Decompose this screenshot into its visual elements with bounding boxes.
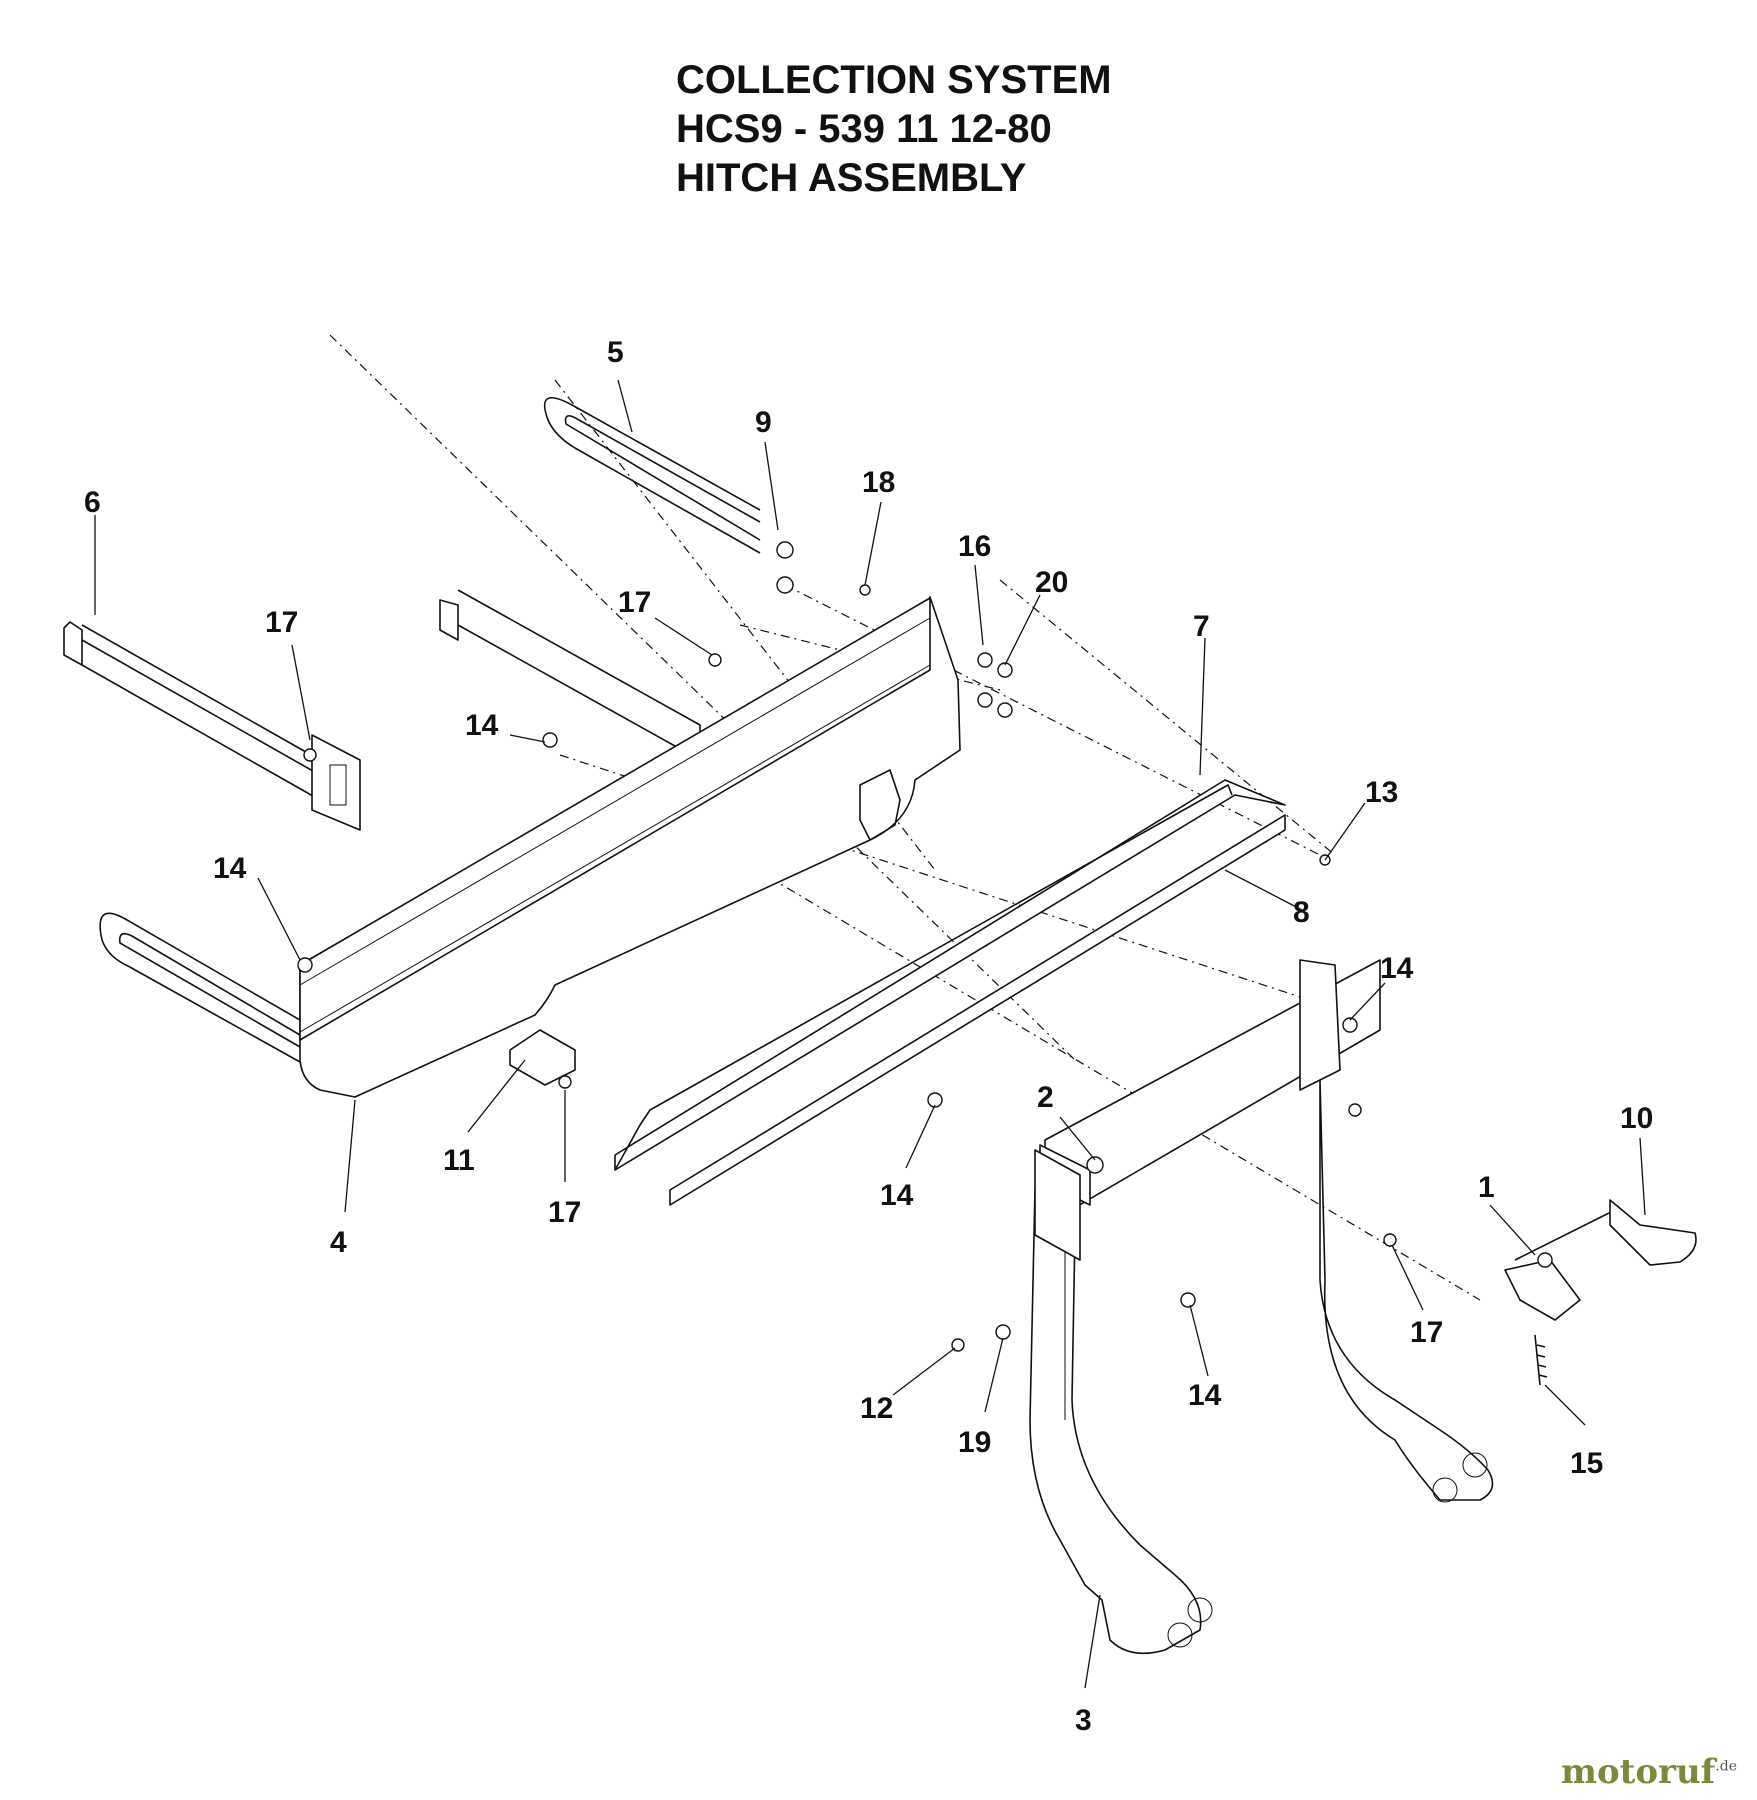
watermark-text: motoruf [1561,1752,1716,1792]
callout-11: 11 [443,1144,475,1177]
part-11-bracket [509,1029,576,1086]
hardware-fasteners [297,541,1553,1352]
callout-1: 1 [1478,1171,1495,1204]
assembly-lines [329,334,1481,1301]
callout-numbers: 5 9 18 6 16 20 17 17 7 14 13 14 8 14 2 1… [84,336,1653,1737]
callout-17: 17 [548,1196,581,1229]
callout-15: 15 [1570,1447,1603,1480]
callout-8: 8 [1293,896,1310,929]
callout-2: 2 [1037,1081,1054,1114]
callout-18: 18 [862,466,895,499]
callout-17: 17 [618,586,651,619]
callout-12: 12 [860,1392,893,1425]
callout-10: 10 [1620,1102,1653,1135]
callout-5: 5 [607,336,624,369]
callout-20: 20 [1035,566,1068,599]
part-8-bar [669,814,1286,1206]
callout-3: 3 [1075,1704,1092,1737]
callout-7: 7 [1193,610,1210,643]
callout-14: 14 [880,1179,914,1212]
callout-6: 6 [84,486,101,519]
title-line-3: HITCH ASSEMBLY [676,156,1027,200]
watermark-logo: motoruf.de [1561,1752,1737,1792]
leader-lines [94,379,1646,1689]
diagram-title: COLLECTION SYSTEM HCS9 - 539 11 12-80 HI… [676,56,1112,203]
callout-19: 19 [958,1426,991,1459]
lower-u-bar [99,912,301,1063]
part-6-left-arm [63,621,361,831]
callout-14: 14 [213,852,247,885]
callout-13: 13 [1365,776,1398,809]
part-15-spring [1534,1334,1548,1386]
callout-9: 9 [755,406,772,439]
part-7-bar [614,779,1286,1171]
callout-14: 14 [1380,952,1414,985]
part-4-main-plate [299,596,961,1098]
callout-14: 14 [1188,1379,1222,1412]
title-line-1: COLLECTION SYSTEM [676,58,1112,102]
watermark-suffix: .de [1715,1758,1737,1775]
callout-14: 14 [465,709,499,742]
callout-16: 16 [958,530,991,563]
callout-17: 17 [1410,1316,1443,1349]
part-3-hitch-frame [1029,959,1494,1655]
part-5-u-bar [543,396,761,554]
title-line-2: HCS9 - 539 11 12-80 [676,107,1052,151]
callout-17: 17 [265,606,298,639]
callout-4: 4 [330,1226,347,1259]
part-1-latch-plate [1504,1259,1581,1321]
